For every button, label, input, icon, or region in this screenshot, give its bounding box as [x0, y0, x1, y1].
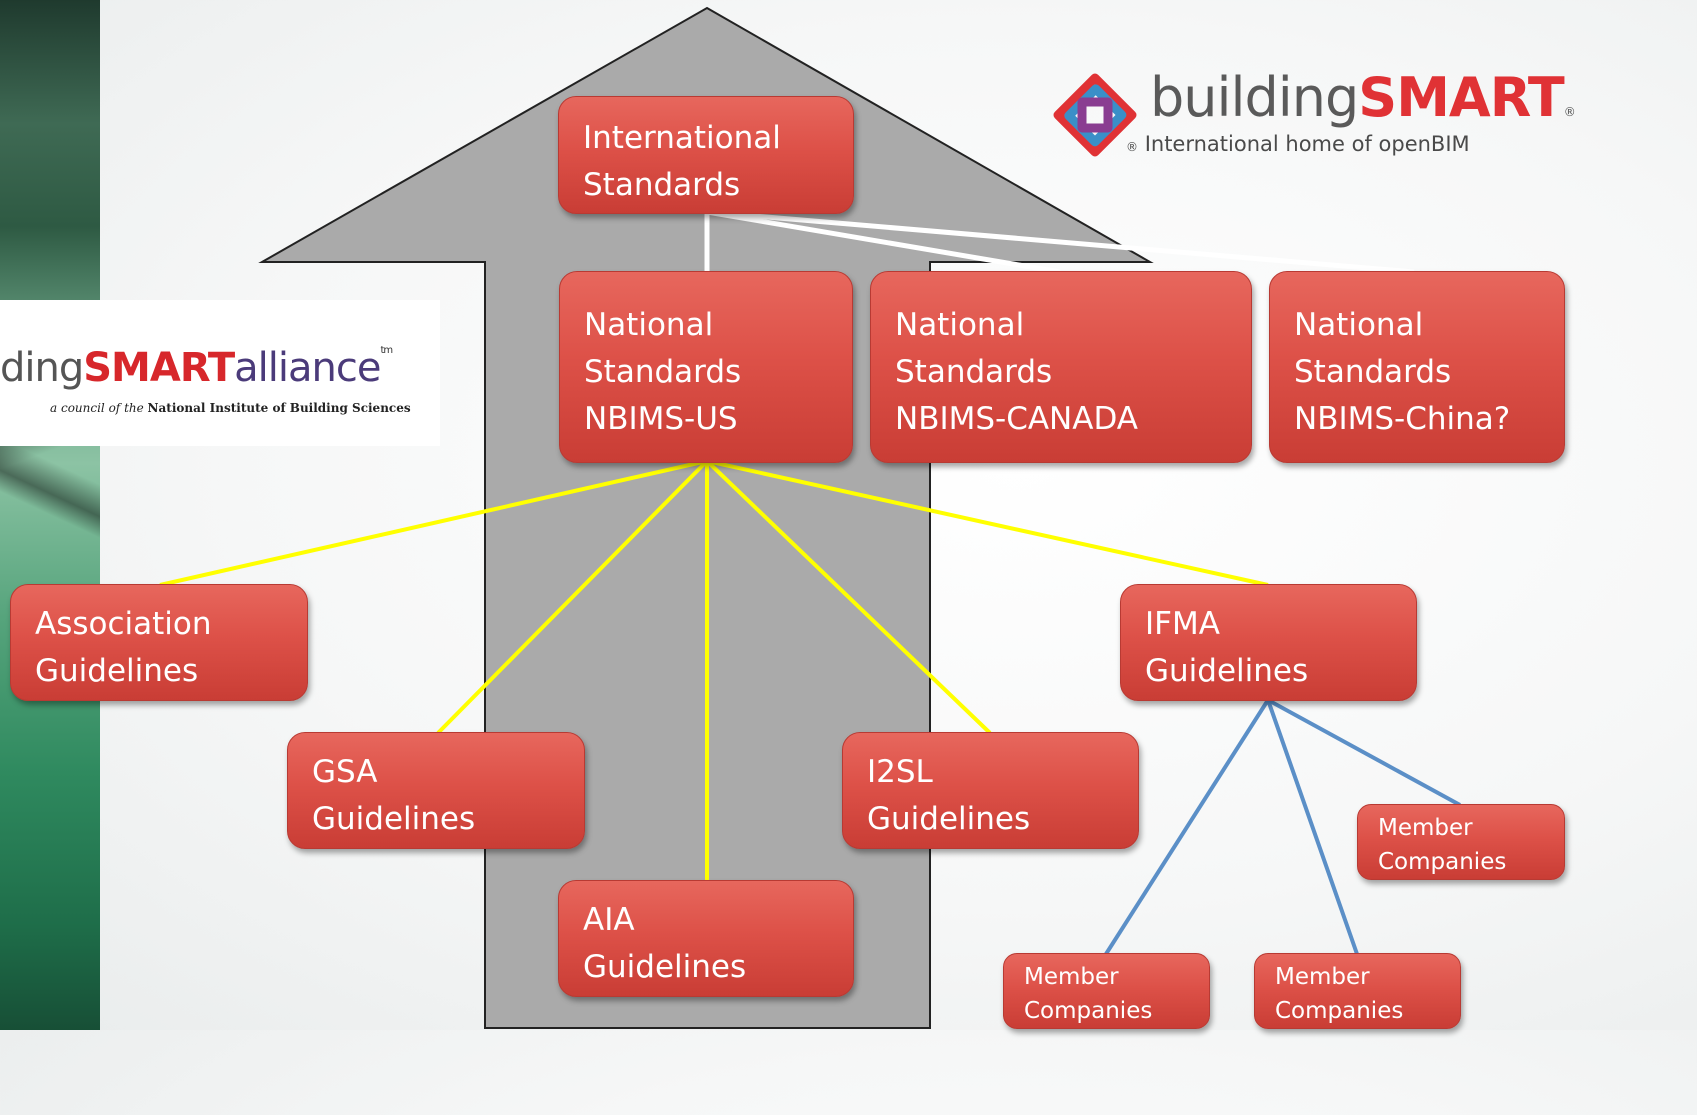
- node-line: Standards: [583, 167, 741, 203]
- node-gsa-guidelines: GSA Guidelines: [287, 732, 585, 849]
- node-national-standards-canada: National Standards NBIMS-CANADA: [870, 271, 1252, 463]
- bs-tagline-registered: ®: [1126, 140, 1138, 154]
- bs-tagline-text: International home of openBIM: [1144, 132, 1470, 156]
- edge-international-to-nbims_canada: [706, 209, 1061, 275]
- edge-nbims_us-to-association: [159, 459, 708, 587]
- node-line: Association: [35, 606, 212, 642]
- bs-logo-prefix: building: [1150, 66, 1359, 129]
- node-member-companies: Member Companies: [1254, 953, 1461, 1029]
- buildingsmart-knot-icon: [1053, 73, 1137, 157]
- node-line: Companies: [1024, 998, 1153, 1024]
- bs-logo-brand: SMART: [1358, 66, 1564, 129]
- node-line: Standards: [584, 354, 742, 390]
- node-association-guidelines: Association Guidelines: [10, 584, 308, 701]
- alliance-logo-subtitle: a council of the National Institute of B…: [50, 401, 411, 415]
- node-aia-guidelines: AIA Guidelines: [558, 880, 854, 997]
- edge-international-to-nbims_china: [706, 209, 1415, 275]
- node-national-standards-china: National Standards NBIMS-China?: [1269, 271, 1565, 463]
- buildingsmart-alliance-logo: dingSMARTalliancetm: [0, 345, 393, 395]
- node-line: Companies: [1275, 998, 1404, 1024]
- node-line: AIA: [583, 902, 635, 938]
- node-member-companies: Member Companies: [1357, 804, 1565, 880]
- node-line: Guidelines: [867, 801, 1031, 837]
- alliance-logo-suffix: alliance: [234, 345, 381, 391]
- left-decorative-panel: [0, 0, 100, 1030]
- node-line: Standards: [1294, 354, 1452, 390]
- node-line: International: [583, 120, 781, 156]
- alliance-sub-bold: National Institute of Building Sciences: [147, 401, 411, 415]
- edge-nbims_us-to-i2sl: [705, 459, 992, 735]
- connector-lines: [159, 209, 1461, 956]
- node-line: Standards: [895, 354, 1053, 390]
- node-line: Member: [1024, 964, 1119, 990]
- node-national-standards-us: National Standards NBIMS-US: [559, 271, 853, 463]
- node-line: National: [1294, 307, 1424, 343]
- edge-ifma-to-member_3: [1266, 699, 1359, 955]
- node-line: NBIMS-China?: [1294, 401, 1511, 437]
- node-line: National: [584, 307, 714, 343]
- edge-nbims_us-to-ifma: [706, 459, 1269, 587]
- node-line: Guidelines: [35, 653, 199, 689]
- node-international-standards: International Standards: [558, 96, 854, 214]
- buildingsmart-tagline: ® International home of openBIM: [1126, 132, 1470, 156]
- bs-logo-registered: ®: [1563, 105, 1576, 119]
- node-line: Guidelines: [312, 801, 476, 837]
- edge-ifma-to-member_1: [1267, 698, 1461, 807]
- node-line: Member: [1378, 815, 1473, 841]
- node-line: National: [895, 307, 1025, 343]
- alliance-sub-italic: a council of the: [50, 401, 144, 415]
- alliance-logo-band: [0, 300, 440, 446]
- node-line: NBIMS-CANADA: [895, 401, 1138, 437]
- node-member-companies: Member Companies: [1003, 953, 1210, 1029]
- node-line: Companies: [1378, 849, 1507, 875]
- alliance-logo-prefix: ding: [0, 345, 84, 391]
- alliance-logo-brand: SMART: [83, 345, 235, 391]
- edge-nbims_us-to-gsa: [436, 459, 709, 735]
- node-line: Guidelines: [583, 949, 747, 985]
- edge-ifma-to-member_2: [1104, 698, 1270, 956]
- node-line: NBIMS-US: [584, 401, 738, 437]
- alliance-logo-trademark: tm: [380, 345, 393, 356]
- node-i2sl-guidelines: I2SL Guidelines: [842, 732, 1139, 849]
- node-line: Member: [1275, 964, 1370, 990]
- node-line: GSA: [312, 754, 378, 790]
- node-line: Guidelines: [1145, 653, 1309, 689]
- node-line: IFMA: [1145, 606, 1220, 642]
- node-line: I2SL: [867, 754, 933, 790]
- buildingsmart-logo-text: buildingSMART®: [1150, 66, 1576, 129]
- node-ifma-guidelines: IFMA Guidelines: [1120, 584, 1417, 701]
